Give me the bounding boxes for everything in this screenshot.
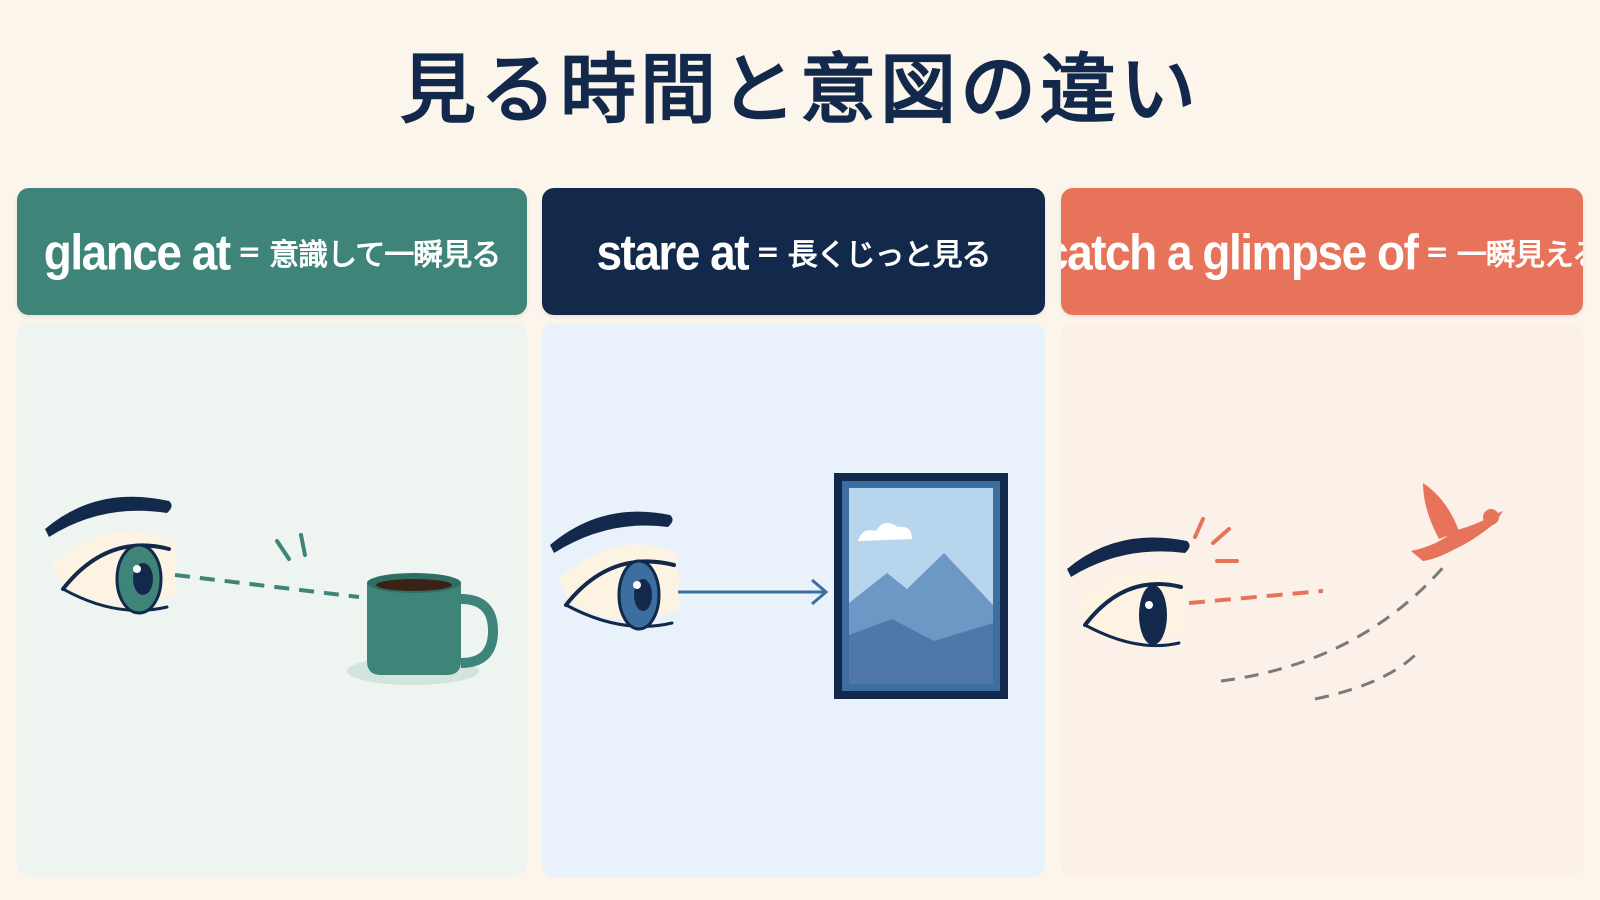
phrase-label: glance at [43,223,231,280]
header-catch-a-glimpse-of: catch a glimpse of = 一瞬見える [1061,188,1583,315]
column-catch-a-glimpse-of: catch a glimpse of = 一瞬見える [1061,188,1583,877]
header-stare-at: stare at = 長くじっと見る [542,188,1045,315]
arrow-icon [678,578,829,606]
column-glance-at: glance at = 意識して一瞬見る [17,188,527,877]
glimpse-illustration [1067,483,1503,701]
glimpse-dashed-line [1188,589,1324,605]
stare-illustration [550,473,1008,699]
header-glance-at: glance at = 意識して一瞬見る [17,188,527,315]
equals-sign: = [756,235,780,268]
framed-picture-icon [834,473,1008,699]
page-title: 見る時間と意図の違い [400,45,1200,134]
equals-sign: = [237,235,262,268]
meaning-label: 一瞬見える [1456,237,1583,273]
panel-glance-at [17,323,527,877]
eye-icon [550,511,680,631]
meaning-label: 長くじっと見る [787,237,992,273]
motion-marks-icon [275,533,307,561]
eye-icon [45,496,177,615]
coffee-mug-icon [347,573,499,685]
glance-illustration [45,496,499,685]
meaning-label: 意識して一瞬見る [269,237,501,273]
panel-stare-at [542,323,1045,877]
panel-catch-a-glimpse-of [1061,323,1583,877]
flight-path [1220,562,1449,701]
phrase-label: stare at [596,223,749,280]
bird-icon [1411,483,1503,561]
column-stare-at: stare at = 長くじっと見る [542,188,1045,877]
motion-marks-icon [1193,517,1239,563]
equals-sign: = [1425,235,1449,268]
eye-icon [1067,537,1190,648]
phrase-label: catch a glimpse of [1061,223,1419,280]
glance-dashed-line [174,573,360,599]
